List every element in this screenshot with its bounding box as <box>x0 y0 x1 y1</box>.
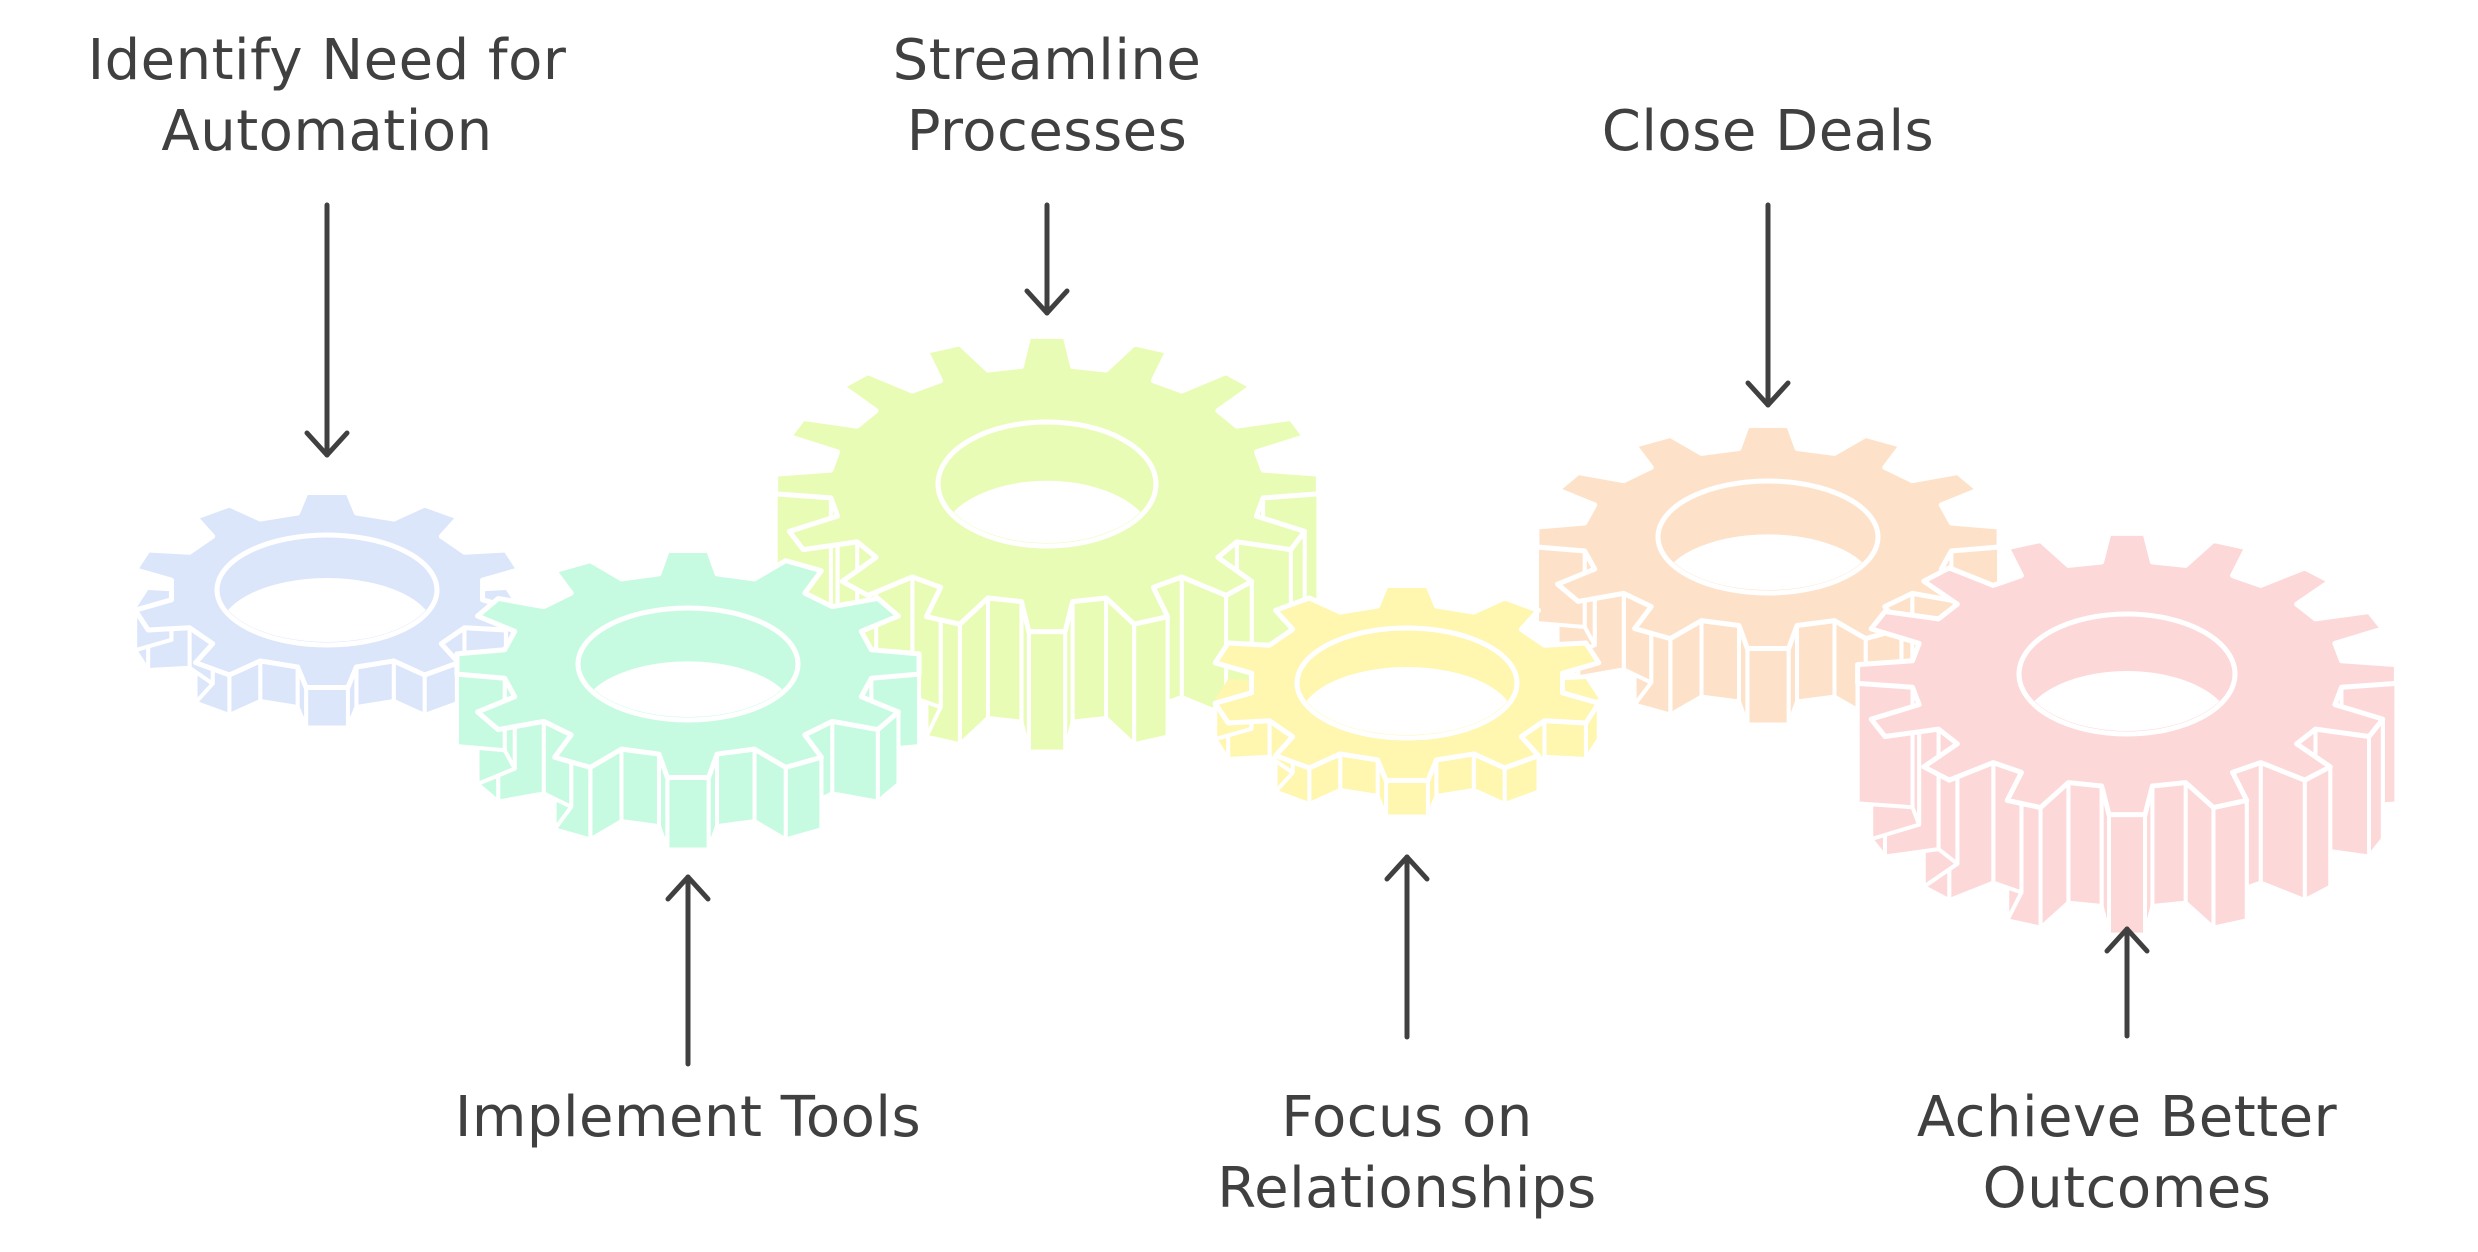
label-focus-line-1: Focus on <box>1281 1085 1533 1150</box>
gear-identify-side <box>304 685 350 730</box>
arrowhead-icon <box>665 874 711 902</box>
gear-achieve-side <box>2366 717 2385 859</box>
gear-close-side <box>1795 618 1837 704</box>
gear-achieve-side <box>2302 764 2333 903</box>
label-identify-line-1: Identify Need for <box>87 28 567 93</box>
gear-implement <box>454 547 922 852</box>
gear-achieve-side <box>2150 780 2188 909</box>
gear-focus-side <box>1384 778 1430 819</box>
gear-achieve-side <box>1855 681 1915 810</box>
arrowhead-icon <box>1024 288 1070 316</box>
label-achieve-line-2: Outcomes <box>1982 1156 2272 1221</box>
gear-implement-side <box>619 747 661 829</box>
label-implement: Implement Tools <box>455 1082 921 1153</box>
arrow-achieve <box>2104 926 2150 1039</box>
arrow-identify <box>304 202 350 458</box>
arrowhead-icon <box>304 430 350 458</box>
gear-streamline-side <box>985 595 1024 724</box>
gear-achieve-side <box>2258 760 2307 903</box>
gear-implement-side <box>665 775 711 852</box>
label-streamline-line-1: Streamline <box>892 28 1202 93</box>
label-identify: Identify Need for Automation <box>88 25 567 167</box>
label-streamline: Streamline Processes <box>893 25 1202 167</box>
gear-focus <box>1212 583 1602 819</box>
gear-achieve-side <box>2106 812 2148 937</box>
arrow-implement <box>665 874 711 1067</box>
gear-streamline-hole-opening <box>941 480 1153 543</box>
label-focus: Focus on Relationships <box>1217 1082 1596 1224</box>
label-achieve-line-1: Achieve Better <box>1916 1085 2338 1150</box>
arrowhead-icon <box>1384 854 1430 882</box>
arrow-streamline <box>1024 202 1070 316</box>
label-streamline-line-2: Processes <box>906 99 1188 164</box>
arrow-focus <box>1384 854 1430 1040</box>
gear-streamline-side <box>1070 595 1109 724</box>
gear-focus-side <box>1542 718 1588 762</box>
label-close: Close Deals <box>1602 96 1934 167</box>
gear-close-side <box>1699 618 1741 704</box>
gear-close-hole-opening <box>1661 534 1875 590</box>
gear-achieve-side <box>2211 798 2249 930</box>
gear-implement-side <box>783 755 824 842</box>
gear-identify-hole-opening <box>220 578 434 642</box>
label-implement-line-1: Implement Tools <box>454 1085 922 1150</box>
gear-implement-side <box>715 747 757 829</box>
gear-streamline-side <box>1026 629 1068 754</box>
gear-identify <box>132 490 522 730</box>
label-identify-line-2: Automation <box>161 99 493 164</box>
label-close-line-1: Close Deals <box>1601 99 1935 164</box>
gear-achieve <box>1855 530 2399 937</box>
gear-close-side <box>1745 646 1791 727</box>
gear-implement-hole-opening <box>581 661 795 717</box>
label-achieve: Achieve Better Outcomes <box>1917 1082 2337 1224</box>
gear-implement-side <box>830 719 880 804</box>
arrow-close <box>1745 202 1791 408</box>
gear-streamline-side <box>1132 614 1170 747</box>
gear-focus-hole-opening <box>1300 667 1514 735</box>
arrowhead-icon <box>1745 380 1791 408</box>
gear-achieve-hole-opening <box>2022 671 2232 731</box>
arrowhead-icon <box>2104 926 2150 954</box>
gear-achieve-side <box>2066 780 2104 909</box>
label-focus-line-2: Relationships <box>1217 1156 1597 1221</box>
